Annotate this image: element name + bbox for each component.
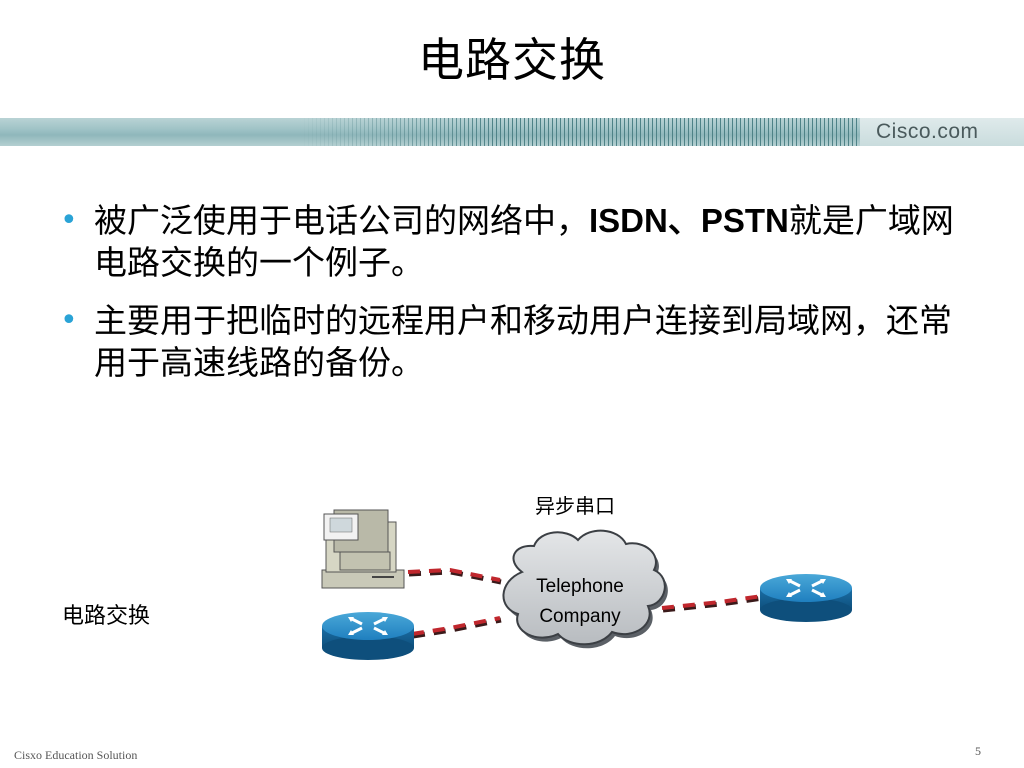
router-icon bbox=[760, 574, 852, 622]
slide-title: 电路交换 bbox=[418, 33, 606, 87]
link-pc-cloud bbox=[407, 567, 502, 585]
banner-stripes bbox=[300, 118, 860, 146]
cloud-label-line1: Telephone bbox=[536, 576, 624, 597]
page-number: 5 bbox=[975, 744, 981, 758]
bullet-text-pre: 主要用于把临时的远程用户和移动用户连接到局域网，还常用于高速线路的备份。 bbox=[94, 301, 952, 382]
footer-text: Cisxo Education Solution bbox=[14, 748, 138, 762]
header-banner: Cisco.com bbox=[0, 118, 1024, 146]
bullet-item: • 被广泛使用于电话公司的网络中，ISDN、PSTN就是广域网电路交换的一个例子… bbox=[58, 200, 958, 284]
bullet-dot-icon: • bbox=[60, 303, 78, 338]
link-cloud-router bbox=[661, 594, 764, 613]
cloud-icon bbox=[502, 529, 668, 649]
bullet-text-bold: ISDN、PSTN bbox=[589, 202, 789, 239]
bullet-text-post: 就是广域网电路交换的一个例子。 bbox=[94, 201, 954, 282]
async-serial-label: 异步串口 bbox=[535, 494, 615, 518]
bullet-text-pre: 被广泛使用于电话公司的网络中， bbox=[94, 201, 589, 240]
bullet-list: • 被广泛使用于电话公司的网络中，ISDN、PSTN就是广域网电路交换的一个例子… bbox=[58, 200, 958, 400]
network-diagram: Telephone Company bbox=[300, 500, 870, 690]
router-icon bbox=[322, 612, 414, 660]
circuit-switching-label: 电路交换 bbox=[62, 604, 151, 629]
pc-icon bbox=[321, 509, 405, 589]
bullet-item: • 主要用于把临时的远程用户和移动用户连接到局域网，还常用于高速线路的备份。 bbox=[58, 300, 958, 384]
bullet-dot-icon: • bbox=[60, 203, 78, 238]
diagram-svg bbox=[321, 509, 852, 660]
cisco-logo-text: Cisco.com bbox=[876, 120, 979, 143]
link-router-cloud bbox=[411, 616, 502, 639]
cloud-label: Telephone Company bbox=[500, 572, 660, 632]
banner-logo-area bbox=[860, 118, 1024, 146]
cloud-label-line2: Company bbox=[539, 606, 621, 627]
